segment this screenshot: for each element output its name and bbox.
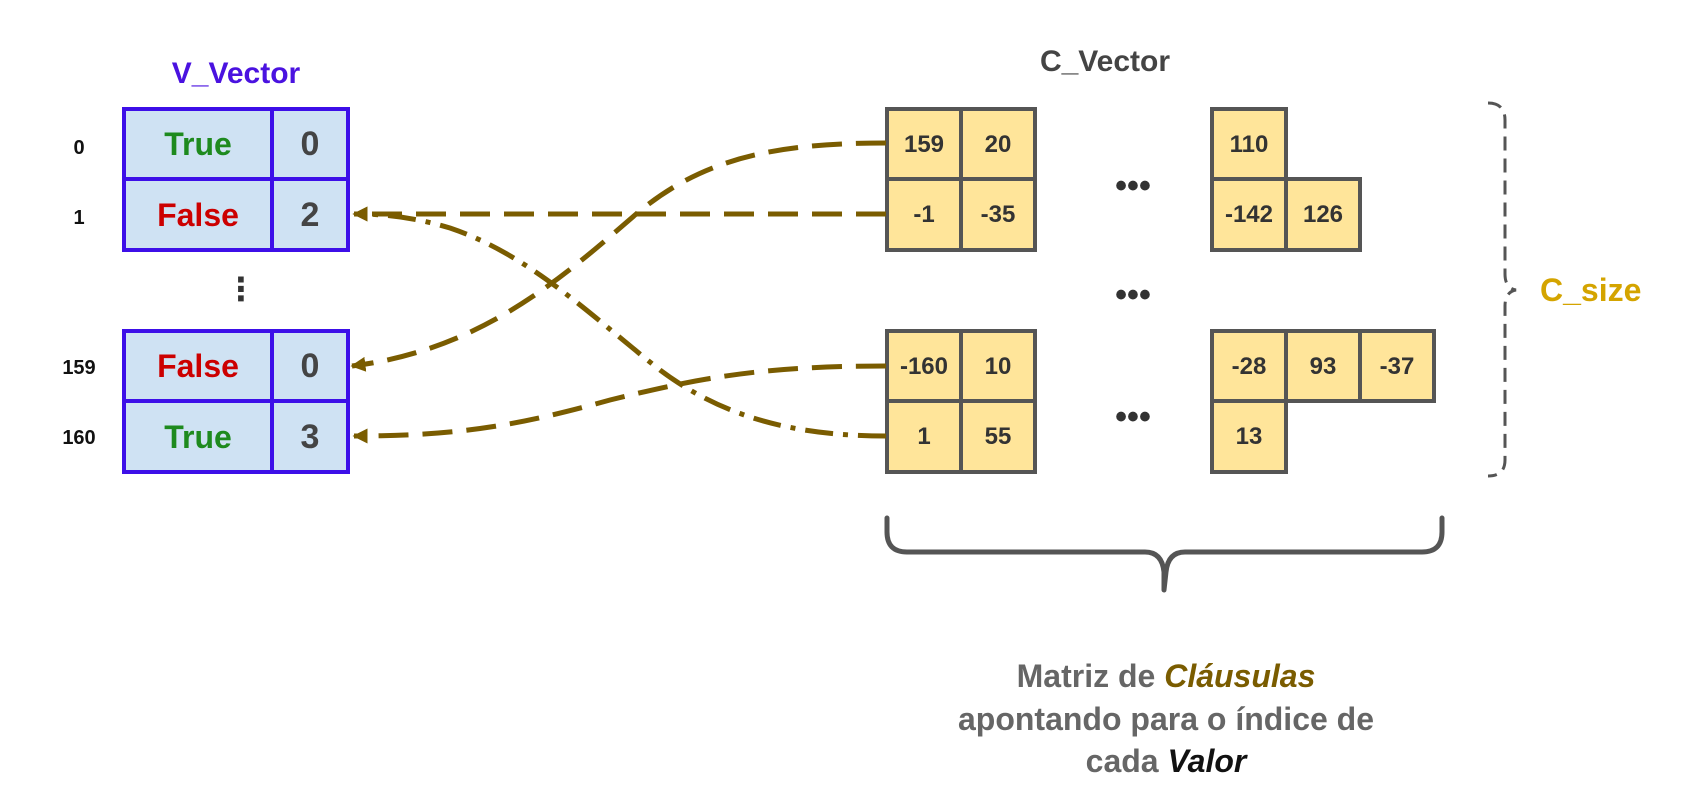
v-count-0: 0 xyxy=(301,125,320,163)
c-left-block xyxy=(885,107,1037,474)
c-left-value: -1 xyxy=(913,201,934,228)
c-left-value: -35 xyxy=(981,201,1016,228)
caption-valor: Valor xyxy=(1167,743,1247,779)
c-cell xyxy=(1284,177,1362,252)
c-vector-title: C_Vector xyxy=(1040,45,1170,78)
v-count-159: 0 xyxy=(301,347,320,385)
c-right-block xyxy=(1210,107,1436,474)
v-cell-count-160 xyxy=(270,399,350,474)
c-right-value: 13 xyxy=(1236,423,1263,450)
v-cell-value-1 xyxy=(122,177,274,252)
v-index-159: 159 xyxy=(62,357,95,379)
c-ellipsis-middle: ••• xyxy=(1115,276,1151,314)
c-right-value: -28 xyxy=(1232,353,1267,380)
v-vector-title: V_Vector xyxy=(172,57,301,90)
c-left-value: 1 xyxy=(917,423,930,450)
v-value-1: False xyxy=(157,197,239,233)
c-ellipsis-top: ••• xyxy=(1115,167,1151,205)
arrow-159-to-index-159 xyxy=(350,140,887,372)
arrow-1-to-index-1 xyxy=(352,206,887,439)
c-right-value: -37 xyxy=(1380,353,1415,380)
caption-clausulas: Cláusulas xyxy=(1164,658,1315,694)
caption-cada: cada xyxy=(1086,743,1168,779)
c-cell xyxy=(959,107,1037,181)
v-vector-top-group xyxy=(122,107,350,252)
v-cell-value-160 xyxy=(122,399,274,474)
v-index-0: 0 xyxy=(73,137,84,159)
c-ellipsis-bottom: ••• xyxy=(1115,398,1151,436)
c-matrix-brace xyxy=(884,515,1445,593)
v-cell-count-159 xyxy=(270,329,350,403)
v-index-160: 160 xyxy=(62,427,95,449)
c-cell xyxy=(1358,329,1436,403)
v-vector-bottom-group xyxy=(122,329,350,474)
caption-line-1: Matriz de Cláusulas xyxy=(1017,658,1316,694)
c-left-value: 20 xyxy=(985,131,1012,158)
v-cell-count-1 xyxy=(270,177,350,252)
c-left-value: -160 xyxy=(900,353,948,380)
v-count-160: 3 xyxy=(301,418,320,456)
caption-matriz-de: Matriz de xyxy=(1017,658,1165,694)
c-left-value: 55 xyxy=(985,423,1012,450)
caption-line-3: cada Valor xyxy=(1086,743,1248,779)
v-count-1: 2 xyxy=(301,196,320,234)
v-index-1: 1 xyxy=(73,207,84,229)
c-right-value: 93 xyxy=(1310,353,1337,380)
c-right-value: 110 xyxy=(1230,131,1269,158)
v-value-0: True xyxy=(164,126,232,162)
c-right-value: 126 xyxy=(1303,201,1343,228)
c-cell xyxy=(1284,329,1362,403)
c-cell xyxy=(1210,399,1288,474)
c-size-bracket xyxy=(1487,101,1517,478)
c-cell xyxy=(1210,329,1288,403)
c-right-value: -142 xyxy=(1225,201,1273,228)
v-value-159: False xyxy=(157,348,239,384)
caption-line-2: apontando para o índice de xyxy=(958,701,1374,737)
c-cell xyxy=(959,177,1037,252)
c-cell xyxy=(1210,107,1288,181)
c-cell xyxy=(959,399,1037,474)
c-size-label: C_size xyxy=(1540,272,1641,308)
c-left-value: 10 xyxy=(985,353,1012,380)
c-left-value: 159 xyxy=(904,131,944,158)
arrow-minus160-to-index-160 xyxy=(352,363,887,444)
v-vertical-ellipsis: ⋮ xyxy=(225,271,257,307)
v-value-160: True xyxy=(164,419,232,455)
